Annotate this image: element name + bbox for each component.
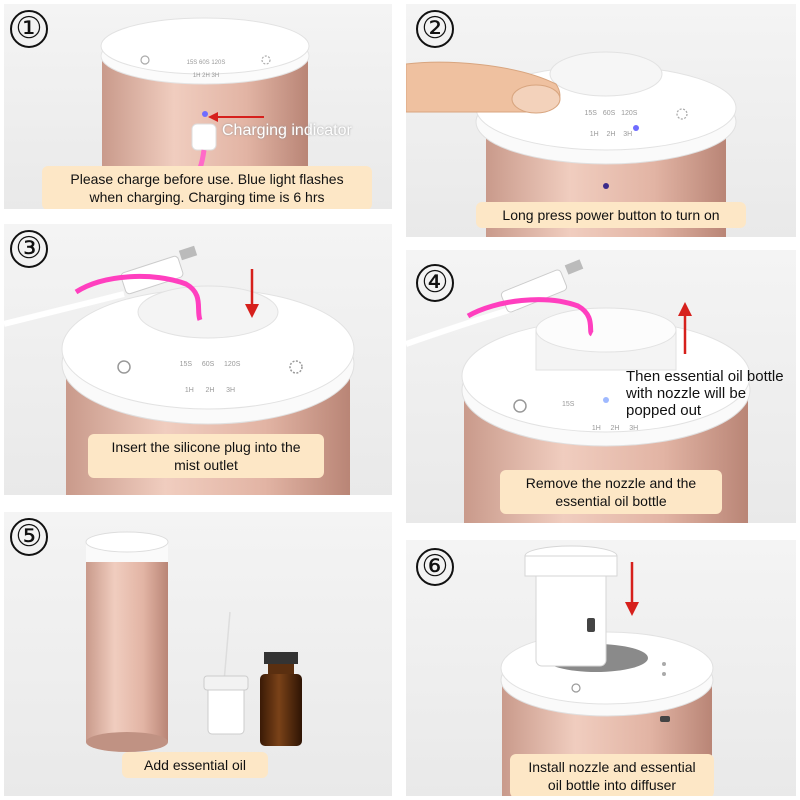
- timer-2h: 2H: [606, 131, 616, 138]
- charging-indicator-label: Charging indicator: [222, 122, 352, 139]
- device-timer-top-row: 15S 60S 120S: [176, 55, 236, 72]
- device-timer-top-row: 15S 60S 120S: [566, 105, 656, 122]
- step-2-caption: Long press power button to turn on: [476, 202, 746, 228]
- device-timer-bottom-row: 1H 2H 3H: [162, 382, 258, 399]
- step-4-caption: Remove the nozzle and the essential oil …: [500, 470, 722, 514]
- step-number: ④: [416, 264, 454, 302]
- spinner-icon: [261, 55, 271, 65]
- device-timer-bottom-row: 1H 2H 3H: [176, 68, 236, 85]
- device-timer-top-row: 15S 60S 120S: [162, 356, 258, 373]
- step-number: ⑥: [416, 548, 454, 586]
- timer-2h: 2H: [205, 387, 215, 394]
- device-timer-top-row: 15S: [562, 396, 632, 413]
- step-1-caption: Please charge before use. Blue light fla…: [42, 166, 372, 209]
- timer-3h: 3H: [629, 425, 639, 432]
- timer-60s: 60S: [602, 110, 616, 117]
- timer-15s: 15S: [584, 110, 597, 117]
- timer-120s: 120S: [224, 361, 241, 368]
- spinner-icon: [676, 108, 688, 120]
- spinner-icon: [289, 360, 303, 374]
- timer-1h: 1H: [589, 131, 599, 138]
- step-3-caption: Insert the silicone plug into the mist o…: [88, 434, 324, 478]
- power-icon: [513, 399, 527, 413]
- step-6-caption: Install nozzle and essential oil bottle …: [510, 754, 714, 796]
- step-1-panel: ① 15S 60S 120S 1H 2H 3H Charging indicat…: [4, 4, 392, 209]
- step-number: ⑤: [10, 518, 48, 556]
- popped-out-note: Then essential oil bottle with nozzle wi…: [626, 368, 784, 419]
- step-number: ③: [10, 230, 48, 268]
- step-number: ②: [416, 10, 454, 48]
- timer-120s: 120S: [211, 60, 226, 66]
- step-5-caption: Add essential oil: [122, 752, 268, 778]
- step-5-panel: ⑤ Add essential oil: [4, 512, 392, 796]
- step-6-panel: ⑥ Install nozzle and essential oil bottl…: [406, 540, 796, 796]
- timer-15s: 15S: [562, 401, 575, 408]
- timer-1h: 1H: [591, 425, 601, 432]
- step-3-panel: ③ 15S 60S 120S 1H 2H 3H Insert the silic…: [4, 224, 392, 495]
- power-icon: [117, 360, 131, 374]
- timer-15s: 15S: [179, 361, 193, 368]
- step-2-panel: ② 15S 60S 120S 1H 2H 3H Long press power…: [406, 4, 796, 237]
- timer-15s: 15S: [186, 60, 198, 66]
- timer-60s: 60S: [201, 361, 215, 368]
- step-5-photo: [85, 531, 302, 752]
- step-number: ①: [10, 10, 48, 48]
- step-4-panel: ④ 15S 1H 2H 3H Then essential oil bottle…: [406, 250, 796, 523]
- power-icon: [571, 683, 581, 693]
- timer-3h: 3H: [211, 73, 220, 79]
- power-icon: [140, 55, 150, 65]
- device-timer-bottom-row: 1H 2H 3H: [570, 420, 660, 437]
- timer-2h: 2H: [610, 425, 620, 432]
- timer-2h: 2H: [202, 73, 210, 79]
- timer-120s: 120S: [621, 110, 638, 117]
- timer-60s: 60S: [198, 60, 210, 66]
- timer-1h: 1H: [184, 387, 194, 394]
- timer-3h: 3H: [226, 387, 236, 394]
- charging-indicator-light: [202, 111, 208, 117]
- device-timer-bottom-row: 1H 2H 3H: [566, 126, 656, 143]
- timer-1h: 1H: [192, 73, 201, 79]
- timer-3h: 3H: [623, 131, 633, 138]
